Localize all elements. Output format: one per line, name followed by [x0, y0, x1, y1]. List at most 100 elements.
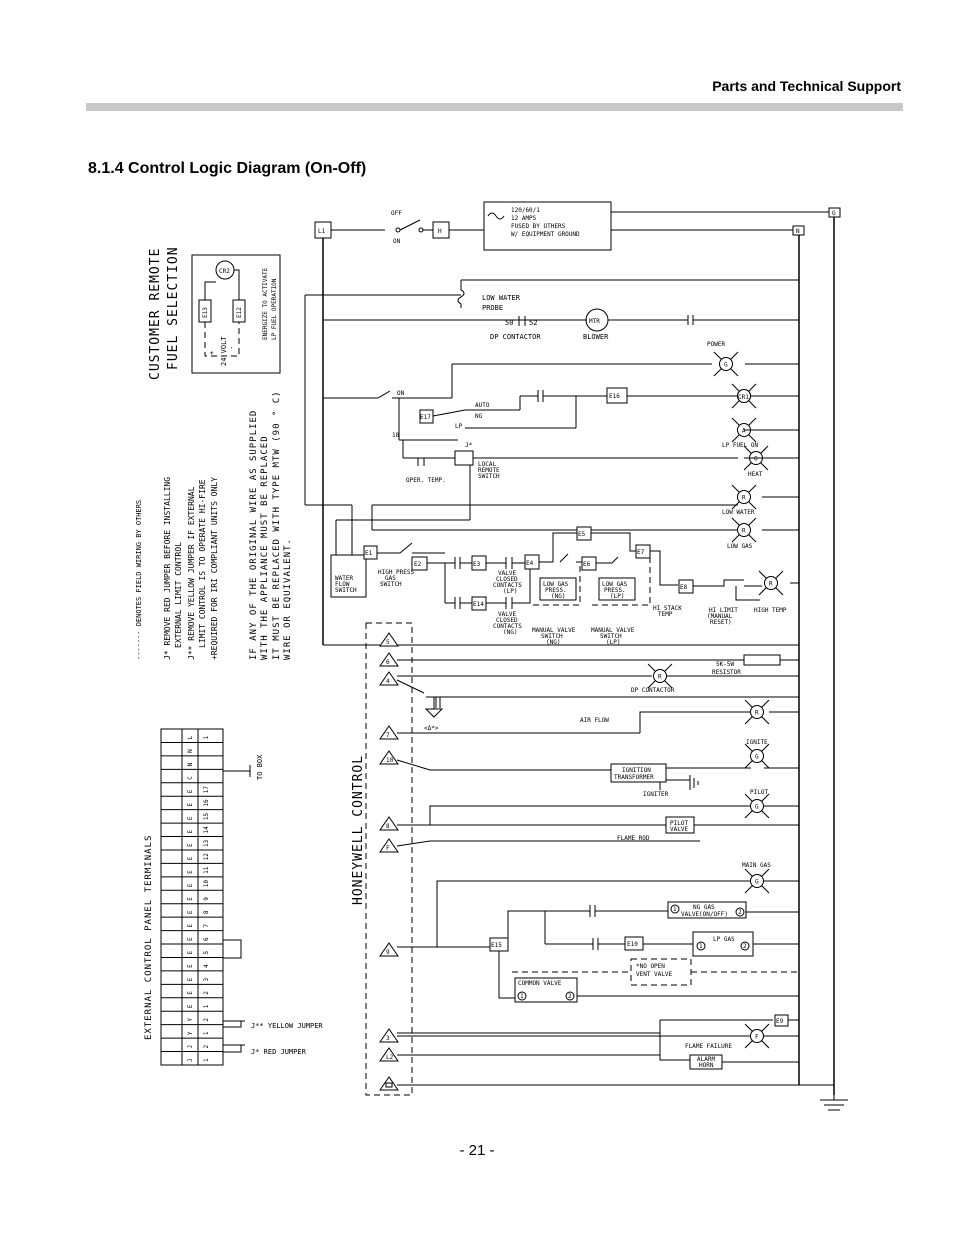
- terminal-number: 12: [203, 853, 210, 861]
- honeywell-terminal-label: 9: [386, 949, 390, 956]
- svg-text:L1: L1: [318, 228, 326, 235]
- honeywell-terminal: [379, 1028, 399, 1043]
- svg-text:AIR FLOW: AIR FLOW: [580, 717, 609, 724]
- note-1: ------- DENOTES FIELD WIRING BY OTHERS: [135, 500, 143, 660]
- svg-text:H: H: [438, 228, 442, 235]
- terminal-letter: E: [187, 843, 194, 847]
- honeywell-terminal-label: 5: [386, 639, 390, 646]
- svg-text:(MANUAL: (MANUAL: [707, 613, 733, 620]
- yellow-jumper-label: J** YELLOW JUMPER: [251, 1022, 323, 1030]
- terminal-letter: E: [187, 856, 194, 860]
- svg-text:COMMON VALVE: COMMON VALVE: [518, 980, 562, 987]
- lp-gas-valve: [692, 931, 754, 957]
- honeywell-terminal: [379, 750, 399, 765]
- terminal-letter: N: [187, 762, 194, 766]
- header-rule: [86, 103, 903, 111]
- fuel-select-rungs: POWER ON 18 E17 AUTO NG LP E16: [323, 341, 738, 441]
- terminal-letter: L: [187, 735, 194, 739]
- terminal-number: 1: [203, 1031, 210, 1035]
- power-lamp-label: POWER: [707, 341, 725, 348]
- svg-text:PILOT: PILOT: [670, 820, 688, 827]
- svg-text:AUTO: AUTO: [475, 402, 490, 409]
- low-gas-lp-switch: [598, 577, 636, 601]
- svg-text:TEMP: TEMP: [658, 611, 673, 618]
- honeywell-terminal: [379, 652, 399, 667]
- lamp-letter: R: [755, 710, 759, 717]
- e13-label: E13: [202, 307, 209, 318]
- svg-text:WATER: WATER: [335, 575, 353, 582]
- note-5: LIMIT CONTROL IS TO OPERATE HI-FIRE: [198, 479, 207, 648]
- terminal-number: 1: [203, 735, 210, 739]
- lamp-letter: R: [742, 528, 746, 535]
- svg-text:MAIN GAS: MAIN GAS: [742, 862, 771, 869]
- svg-text:2: 2: [743, 943, 747, 950]
- svg-text:1: 1: [673, 906, 677, 913]
- terminal-letter: E: [187, 816, 194, 820]
- page-title: 8.1.4 Control Logic Diagram (On-Off): [88, 160, 367, 177]
- terminal-number: 11: [203, 866, 210, 874]
- svg-text:18: 18: [392, 432, 400, 439]
- lamp-letter: G: [755, 879, 759, 886]
- svg-text:ON: ON: [397, 390, 405, 397]
- terminal-letter: Y: [187, 1031, 194, 1035]
- svg-text:+: +: [208, 351, 216, 355]
- terminal-number: 2: [203, 991, 210, 995]
- local-remote-switch: [454, 450, 474, 466]
- svg-text:LOW GAS: LOW GAS: [602, 581, 628, 588]
- svg-text:SWITCH: SWITCH: [600, 633, 622, 640]
- remote-title-1: CUSTOMER REMOTE: [148, 248, 163, 380]
- svg-text:E9: E9: [776, 1018, 784, 1025]
- svg-text:IGNITER: IGNITER: [643, 791, 669, 798]
- honeywell-terminal-label: 3: [386, 1035, 390, 1042]
- svg-text:LOW WATER: LOW WATER: [722, 509, 755, 516]
- terminal-letter: E: [187, 870, 194, 874]
- remote-title-2: FUEL SELECTION: [166, 246, 181, 370]
- svg-text:E10: E10: [627, 941, 638, 948]
- svg-text:2: 2: [738, 909, 742, 916]
- svg-text:E3: E3: [473, 561, 481, 568]
- oper-temp: J* LOCAL REMOTE SWITCH OPER. TEMP.: [305, 440, 738, 555]
- svg-text:RESET): RESET): [710, 619, 732, 626]
- honeywell-terminal: [379, 1047, 399, 1062]
- terminal-number: 1: [203, 1058, 210, 1062]
- svg-text:(LP): (LP): [610, 593, 624, 600]
- low-gas-ng-switch: [539, 577, 577, 601]
- svg-text:REMOTE: REMOTE: [478, 467, 500, 474]
- honeywell-terminal: [379, 671, 399, 686]
- svg-text:HORN: HORN: [699, 1062, 714, 1069]
- svg-text:PRESS.: PRESS.: [604, 587, 626, 594]
- svg-text:E5: E5: [578, 531, 586, 538]
- oper-temp-label: OPER. TEMP.: [406, 477, 446, 484]
- indicator-lamp: [750, 799, 764, 813]
- honeywell-terminal-label: 10: [386, 757, 394, 764]
- svg-text:VALVE: VALVE: [498, 611, 516, 618]
- terminal-letter: E: [187, 883, 194, 887]
- terminal-letter: E: [187, 1004, 194, 1008]
- svg-text:J*: J*: [465, 442, 473, 449]
- lamp-letter: R: [769, 581, 773, 588]
- low-water-probe-label: LOW WATER: [482, 294, 521, 302]
- lamp-letter: F: [755, 1034, 759, 1041]
- lamp-letter: G: [724, 362, 728, 369]
- remote-box: [191, 254, 281, 374]
- terminal-letter: E: [187, 977, 194, 981]
- terminal-number: 2: [203, 1045, 210, 1049]
- lamp-letter: G: [755, 754, 759, 761]
- remote-note-2: LP FUEL OPERATION: [271, 278, 278, 340]
- svg-text:PRESS.: PRESS.: [545, 587, 567, 594]
- dp-contactor-label: DP CONTACTOR: [490, 333, 541, 341]
- svg-text:DP CONTACTOR: DP CONTACTOR: [631, 687, 675, 694]
- svg-text:E16: E16: [609, 393, 620, 400]
- red-jumper-label: J* RED JUMPER: [251, 1048, 307, 1056]
- svg-text:E17: E17: [420, 414, 431, 421]
- svg-text:LP: LP: [455, 423, 463, 430]
- svg-text:-: -: [228, 346, 236, 350]
- indicator-lamp: [750, 749, 764, 763]
- terminal-number: 2: [203, 1018, 210, 1022]
- terminal-letter: E: [187, 950, 194, 954]
- svg-text:HIGH TEMP: HIGH TEMP: [754, 607, 787, 614]
- svg-text:SWITCH: SWITCH: [335, 587, 357, 594]
- honeywell-terminal-label: 6: [386, 659, 390, 666]
- svg-text:IGNITION: IGNITION: [622, 767, 651, 774]
